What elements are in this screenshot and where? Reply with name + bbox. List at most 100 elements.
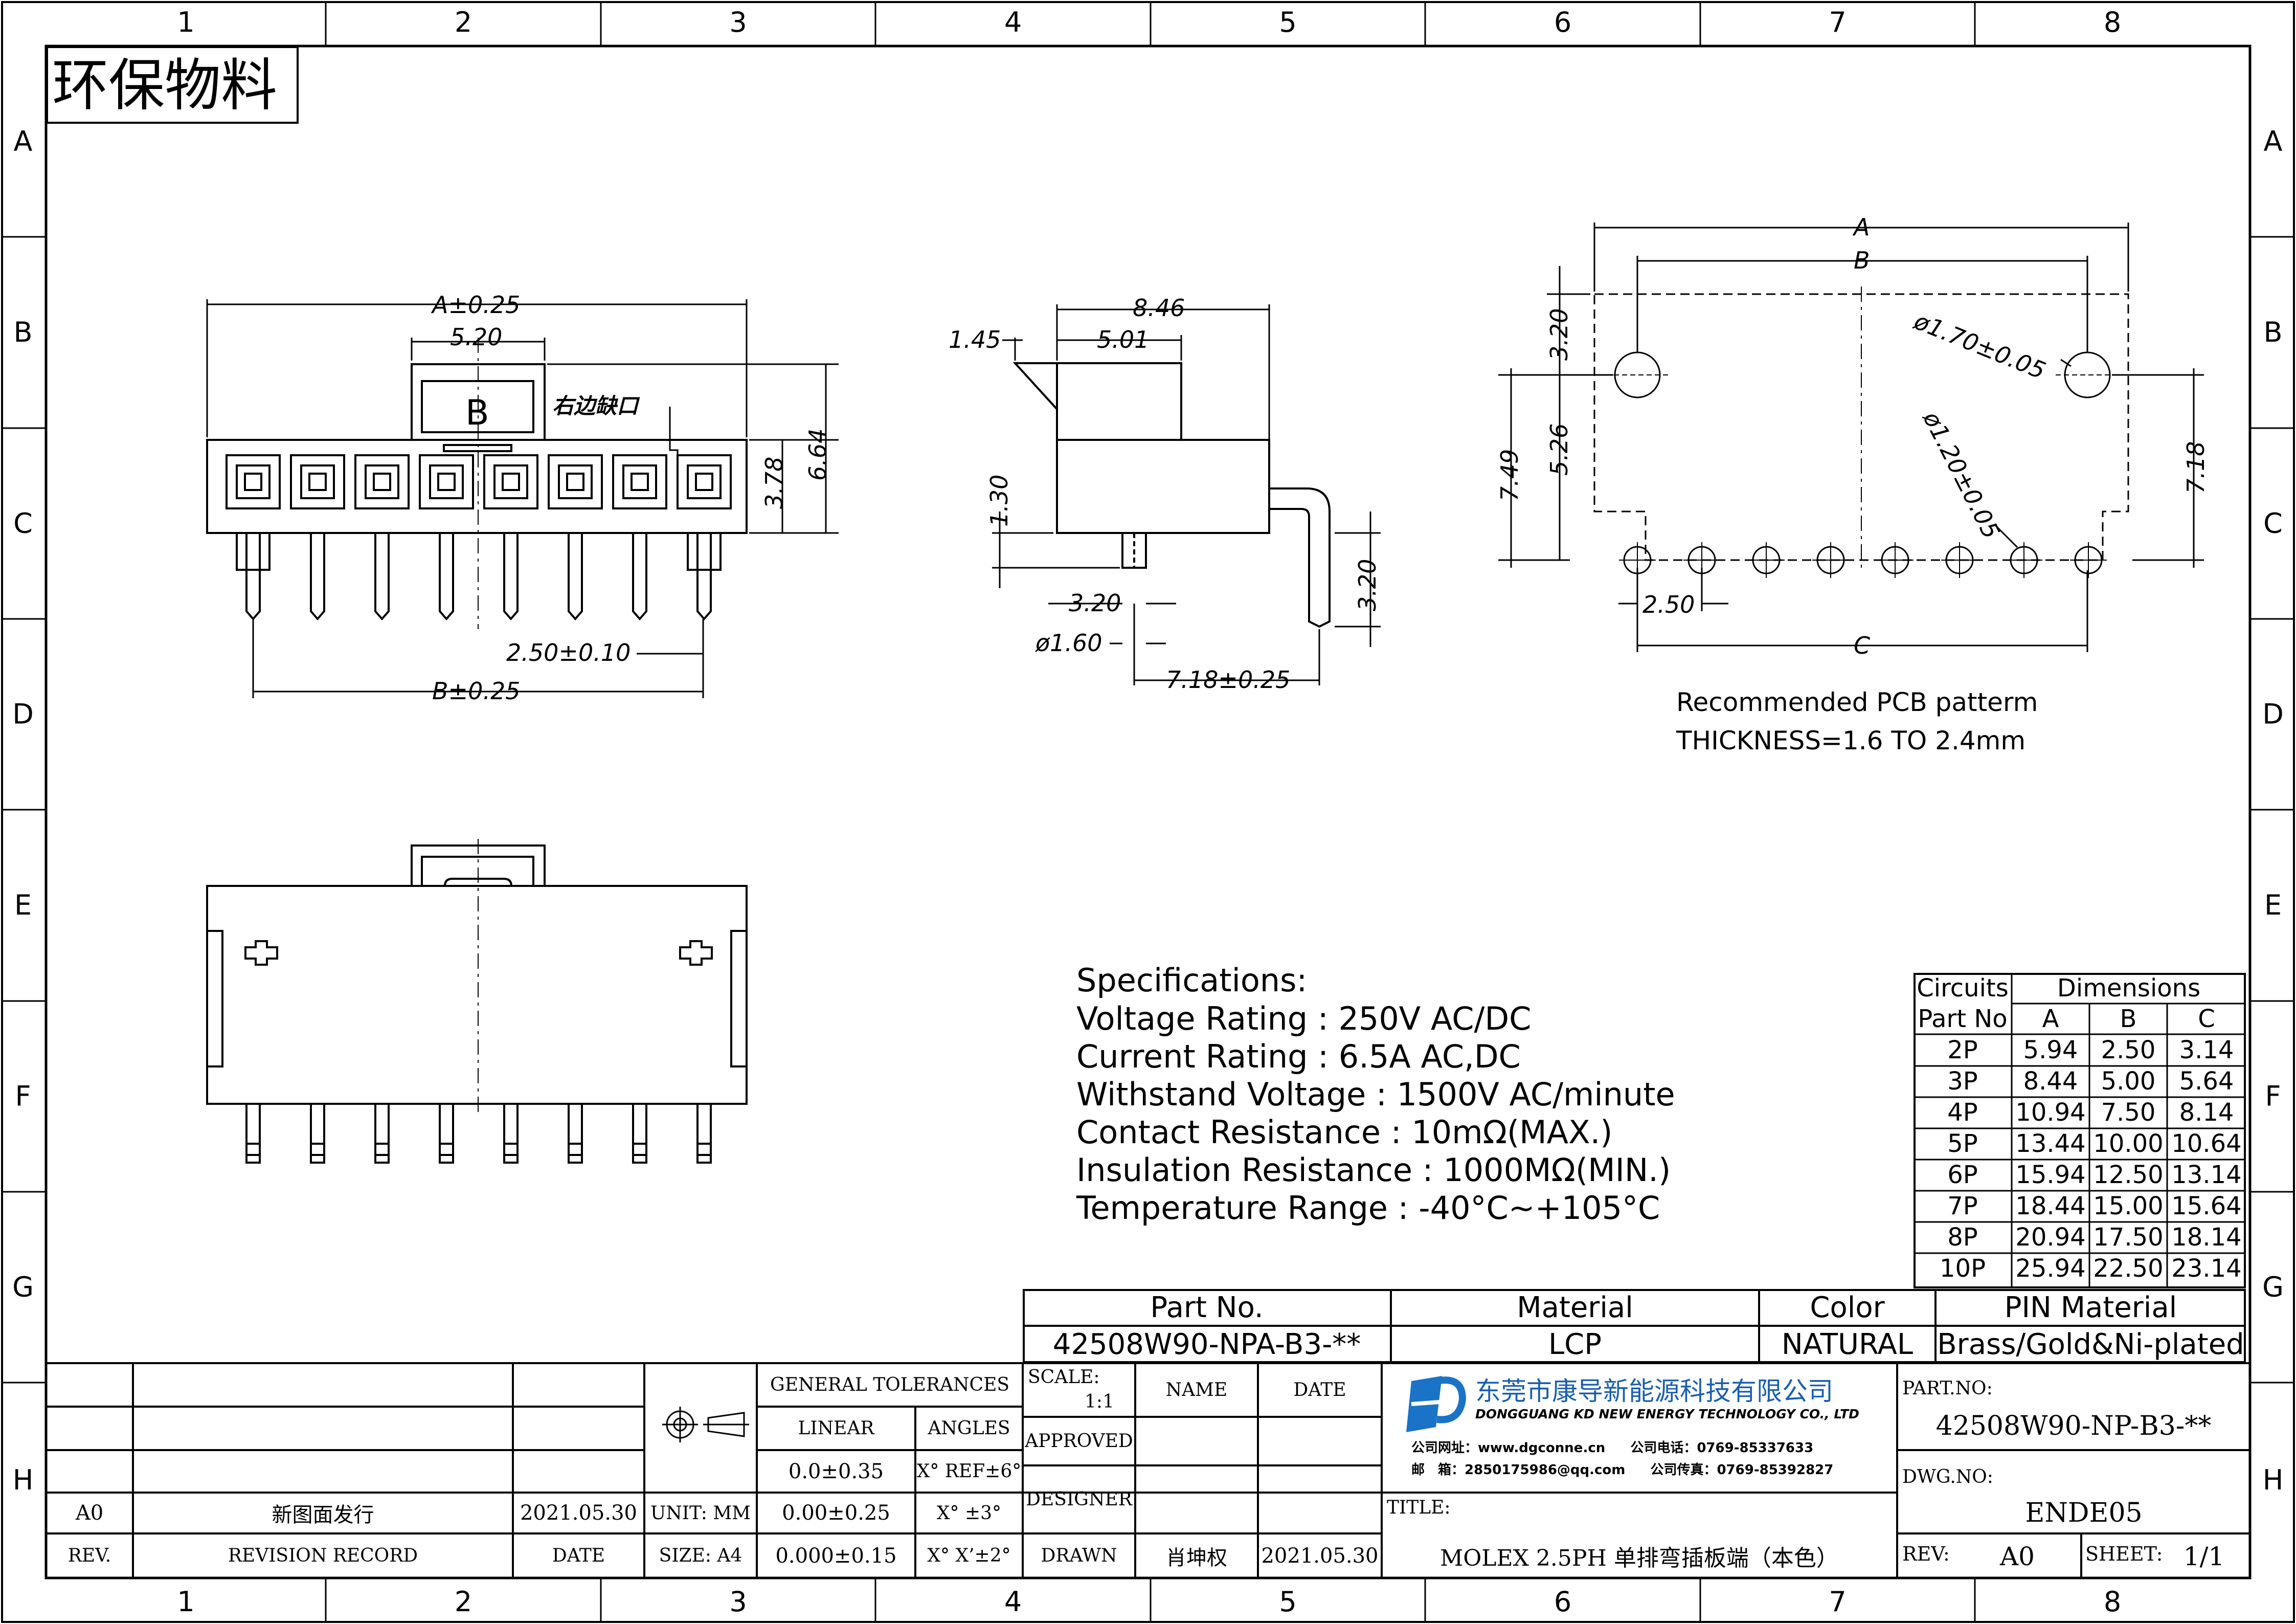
dim-664-text: 6.64 — [804, 429, 831, 481]
name-label: NAME — [1165, 1380, 1228, 1400]
material-value: LCP — [1548, 1328, 1602, 1361]
frame-row-label: C — [13, 507, 33, 540]
partno-label: PART.NO: — [1902, 1378, 1993, 1399]
cavity-pin — [631, 473, 649, 491]
dim-header-a: A — [2042, 1005, 2059, 1033]
cavity-pin — [437, 473, 456, 491]
date-col-label: DATE — [1293, 1380, 1346, 1400]
frame-column-label: 8 — [2104, 6, 2121, 38]
dim-row-part: 2P — [1947, 1035, 1978, 1064]
dim-row-value: 22.50 — [2093, 1254, 2164, 1283]
pcb-dimension-texts: A B C 3.20 5.26 7.49 7.18 2.50 ø1.70±0.0… — [1496, 213, 2210, 659]
frame-column-label: 6 — [1554, 6, 1571, 38]
rev-field-value: A0 — [2000, 1541, 2035, 1571]
sheet-label: SHEET: — [2085, 1542, 2163, 1565]
dim-row-value: 15.64 — [2171, 1191, 2242, 1220]
front-pin — [696, 533, 712, 621]
pcb-note-1: Recommended PCB patterm — [1676, 687, 2038, 717]
rev-field-label: REV: — [1902, 1542, 1950, 1565]
frame-column-label: 3 — [729, 6, 747, 38]
dim-501-text: 5.01 — [1097, 326, 1149, 353]
linear-tol-1: 0.0±0.35 — [788, 1459, 884, 1483]
side-lip — [1012, 362, 1058, 410]
dim-row-value: 8.14 — [2179, 1098, 2234, 1127]
drawn-name: 肖坤权 — [1166, 1546, 1227, 1570]
bottom-pin — [503, 1103, 519, 1164]
dim-row-value: 18.14 — [2171, 1222, 2242, 1252]
spec-line: Insulation Resistance : 1000MΩ(MIN.) — [1076, 1151, 1671, 1189]
frame-row-label: F — [15, 1080, 31, 1113]
dimension-table-grid — [1914, 973, 2246, 1288]
general-tolerances-label: GENERAL TOLERANCES — [770, 1374, 1010, 1395]
bottom-housing — [206, 885, 748, 1105]
unit: UNIT: MM — [650, 1502, 751, 1524]
dim-a-text: A±0.25 — [431, 291, 520, 319]
pcb-dim-526-text: 5.26 — [1545, 424, 1573, 476]
company-name-cn: 东莞市康导新能源科技有限公司 — [1475, 1376, 1833, 1406]
key-letter: B — [465, 393, 489, 433]
pin-material-value: Brass/Gold&Ni-plated — [1937, 1328, 2244, 1361]
front-pin — [439, 533, 454, 621]
bottom-pin-tip — [503, 1143, 519, 1156]
front-pin — [568, 533, 583, 621]
frame-column-label: 7 — [1829, 6, 1846, 38]
dim-header-circuits: Circuits — [1917, 974, 2009, 1003]
frame-column-label: 5 — [1279, 6, 1296, 38]
dim-header-c: C — [2198, 1005, 2215, 1033]
approved-label: APPROVED — [1025, 1431, 1133, 1452]
frame-row-label: A — [14, 125, 33, 158]
cavity-inner — [687, 464, 722, 499]
pcb-peg-hole-left — [1614, 351, 1661, 398]
bottom-pin-tip — [310, 1143, 325, 1156]
company-contacts-2: 邮 箱：2850175986@qq.com 公司传真：0769-85392827 — [1411, 1459, 1833, 1478]
dim-row-value: 5.00 — [2101, 1066, 2156, 1096]
cavity-inner — [365, 464, 399, 499]
frame-column-label: 4 — [1004, 6, 1022, 38]
bottom-pin-tip — [568, 1143, 583, 1156]
bottom-view — [206, 839, 748, 1164]
frame-row-label: B — [13, 316, 32, 348]
cavity-inner — [558, 464, 593, 499]
linear-tol-3: 0.000±0.15 — [775, 1544, 897, 1568]
bottom-left-cross — [244, 940, 278, 966]
rev-a0: A0 — [75, 1501, 104, 1525]
pcb-view — [1593, 286, 2129, 578]
front-peg — [687, 532, 722, 571]
cavity-inner — [429, 464, 464, 499]
dim-row-value: 17.50 — [2093, 1222, 2164, 1252]
frame-row-label: E — [2264, 889, 2282, 921]
linear-tol-2: 0.00±0.25 — [782, 1501, 890, 1525]
rev-date: 2021.05.30 — [520, 1501, 638, 1525]
front-pin — [245, 533, 261, 621]
color-header: Color — [1810, 1291, 1885, 1324]
bottom-pin — [696, 1103, 712, 1164]
cavity — [354, 454, 410, 509]
front-dimensions — [206, 299, 839, 698]
frame-column-label: 2 — [455, 1586, 472, 1618]
linear-label: LINEAR — [798, 1418, 874, 1439]
side-dimension-texts: 8.46 1.45 5.01 1.30 3.20 3.20 ø1.60 7.18… — [949, 294, 1381, 694]
bottom-pin — [374, 1103, 390, 1164]
dim-b-text: B±0.25 — [432, 677, 521, 705]
partno-value: 42508W90-NP-B3-** — [1935, 1410, 2212, 1441]
bottom-pin-tip — [439, 1143, 454, 1156]
frame-row-label: G — [2262, 1271, 2284, 1303]
frame-row-label: D — [12, 698, 34, 730]
front-view — [206, 338, 748, 629]
dim-row-value: 10.00 — [2093, 1129, 2164, 1158]
dim-320a-text: 3.20 — [1069, 589, 1121, 617]
angle-tol-2: X° ±3° — [936, 1502, 1002, 1524]
dim-row-part: 7P — [1947, 1191, 1978, 1220]
revision-record-label: REVISION RECORD — [228, 1545, 418, 1566]
cavity-pin — [308, 473, 327, 491]
cavity — [548, 454, 603, 509]
frame-column-label: 2 — [455, 6, 472, 38]
front-pin — [632, 533, 647, 621]
dim-718-text: 7.18±0.25 — [1166, 666, 1290, 694]
spec-line: Withstand Voltage : 1500V AC/minute — [1076, 1076, 1675, 1113]
dim-row-part: 8P — [1947, 1222, 1978, 1252]
dim-160-text: ø1.60 — [1035, 629, 1102, 657]
web-value: www.dgconne.cn — [1478, 1440, 1606, 1456]
dim-row-value: 23.14 — [2171, 1254, 2242, 1283]
